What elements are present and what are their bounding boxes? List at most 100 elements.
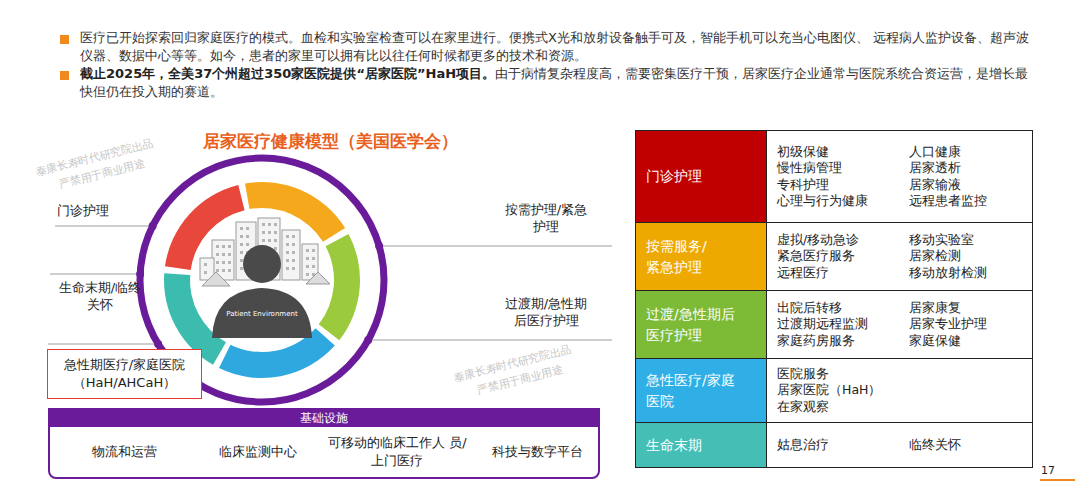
window: [228, 269, 231, 272]
band-header: 基础设施: [50, 410, 598, 427]
window: [286, 251, 289, 254]
table-cell: 移动实验室: [909, 232, 1029, 249]
ring-label: 生命末期/临终 关怀: [48, 280, 152, 314]
building: [282, 230, 300, 280]
ring-dot: [375, 242, 383, 250]
window: [204, 263, 207, 266]
leader-line: [368, 340, 612, 341]
window: [204, 271, 207, 274]
table-cell: 姑息治疗: [777, 437, 909, 454]
table-row: 生命末期姑息治疗临终关怀: [635, 422, 1033, 468]
window: [268, 239, 271, 242]
window: [274, 231, 277, 234]
window: [240, 251, 243, 254]
window: [222, 261, 225, 264]
window: [312, 257, 315, 260]
table-cell: 心理与行为健康: [777, 193, 909, 210]
window: [222, 253, 225, 256]
window: [222, 269, 225, 272]
table-cell: 移动放射检测: [909, 265, 1029, 282]
band-item: 物流和运营: [50, 443, 199, 461]
window: [262, 231, 265, 234]
table-cell: 居家专业护理: [909, 316, 1029, 333]
table-cell: 家庭保健: [909, 333, 1029, 350]
leader-line: [48, 344, 158, 345]
infrastructure-band: 基础设施物流和运营临床监测中心可移动的临床工作人 员/上门医疗科技与数字平台: [48, 408, 600, 479]
table-cell: 远程医疗: [777, 265, 909, 282]
table-cell: 人口健康: [909, 144, 1029, 161]
table-cell: 慢性病管理: [777, 160, 909, 177]
illustration-caption: Patient Environment: [214, 310, 310, 319]
band-item: 可移动的临床工作人 员/上门医疗: [318, 434, 477, 469]
window: [306, 257, 309, 260]
row-cell: 姑息治疗临终关怀: [767, 423, 1032, 467]
ring-label: 过渡期/急性期 后医疗护理: [488, 296, 604, 330]
window: [306, 273, 309, 276]
band-item: 科技与数字平台: [477, 443, 598, 461]
table-cell: 远程患者监控: [909, 193, 1029, 210]
window: [216, 261, 219, 264]
window: [292, 251, 295, 254]
diagram-title: 居家医疗健康模型（美国医学会）: [190, 130, 470, 153]
highlight-box: 急性期医疗/家庭医院 （HaH/AHCaH）: [47, 349, 202, 399]
table-row: 按需服务/ 紧急护理虚拟/移动急诊移动实验室紧急医疗服务居家检测远程医疗移动放射…: [635, 222, 1033, 291]
table-row: 门诊护理初级保健人口健康慢性病管理居家透析专科护理居家输液心理与行为健康远程患者…: [635, 130, 1033, 223]
row-cell: 虚拟/移动急诊移动实验室紧急医疗服务居家检测远程医疗移动放射检测: [767, 223, 1032, 290]
ring-dot: [154, 340, 162, 348]
window: [312, 265, 315, 268]
table-cell: 在家观察: [777, 399, 977, 416]
bullet-square: [60, 35, 69, 44]
table-cell: 临终关怀: [909, 437, 1029, 454]
row-heading: 生命末期: [636, 423, 767, 467]
table-cell: 出院后转移: [777, 300, 909, 317]
table-cell: 居家输液: [909, 177, 1029, 194]
window: [240, 267, 243, 270]
ring-segment: [319, 234, 360, 340]
window: [216, 253, 219, 256]
leader-line: [379, 246, 612, 247]
table-row: 过渡/急性期后 医疗护理出院后转移居家康复过渡期远程监测居家专业护理家庭药房服务…: [635, 290, 1033, 359]
window: [240, 259, 243, 262]
table-cell: 居家康复: [909, 300, 1029, 317]
window: [286, 267, 289, 270]
table-cell: 紧急医疗服务: [777, 248, 909, 265]
paragraph: 医疗已开始探索回归家庭医疗的模式。血检和实验室检查可以在家里进行。便携式X光和放…: [80, 29, 1040, 65]
paragraph: 截止2025年，全美37个州超过350家医院提供“居家医院”HaH项目。由于病情…: [80, 65, 1040, 101]
window: [240, 227, 243, 230]
node-text: 急性期医疗/家庭医院 （HaH/AHCaH）: [54, 356, 195, 391]
window: [274, 223, 277, 226]
window: [292, 235, 295, 238]
window: [312, 249, 315, 252]
table-cell: 居家透析: [909, 160, 1029, 177]
window: [240, 235, 243, 238]
window: [246, 243, 249, 246]
row-heading: 过渡/急性期后 医疗护理: [636, 291, 767, 358]
paragraph-text: 医疗已开始探索回归家庭医疗的模式。血检和实验室检查可以在家里进行。便携式X光和放…: [80, 30, 1029, 63]
table-cell: 过渡期远程监测: [777, 316, 909, 333]
ring-dot: [364, 336, 372, 344]
leader-line: [50, 274, 140, 275]
row-heading: 按需服务/ 紧急护理: [636, 223, 767, 290]
window: [216, 269, 219, 272]
window: [286, 259, 289, 262]
window: [240, 243, 243, 246]
window: [268, 231, 271, 234]
ring-label: 按需护理/紧急 护理: [490, 202, 602, 236]
bullet-square: [60, 71, 69, 80]
window: [274, 239, 277, 242]
band-body: 物流和运营临床监测中心可移动的临床工作人 员/上门医疗科技与数字平台: [50, 427, 598, 477]
window: [306, 265, 309, 268]
window: [228, 253, 231, 256]
row-cell: 医院服务居家医院（HaH）在家观察: [767, 359, 1032, 422]
window: [292, 267, 295, 270]
leader-line: [55, 226, 153, 227]
window: [268, 223, 271, 226]
page-number: 17: [1036, 464, 1060, 478]
row-cell: 出院后转移居家康复过渡期远程监测居家专业护理家庭药房服务家庭保健: [767, 291, 1032, 358]
patient-body: [212, 288, 312, 338]
table-cell: 专科护理: [777, 177, 909, 194]
window: [222, 245, 225, 248]
window: [228, 245, 231, 248]
table-cell: 医院服务: [777, 366, 977, 383]
window: [246, 227, 249, 230]
